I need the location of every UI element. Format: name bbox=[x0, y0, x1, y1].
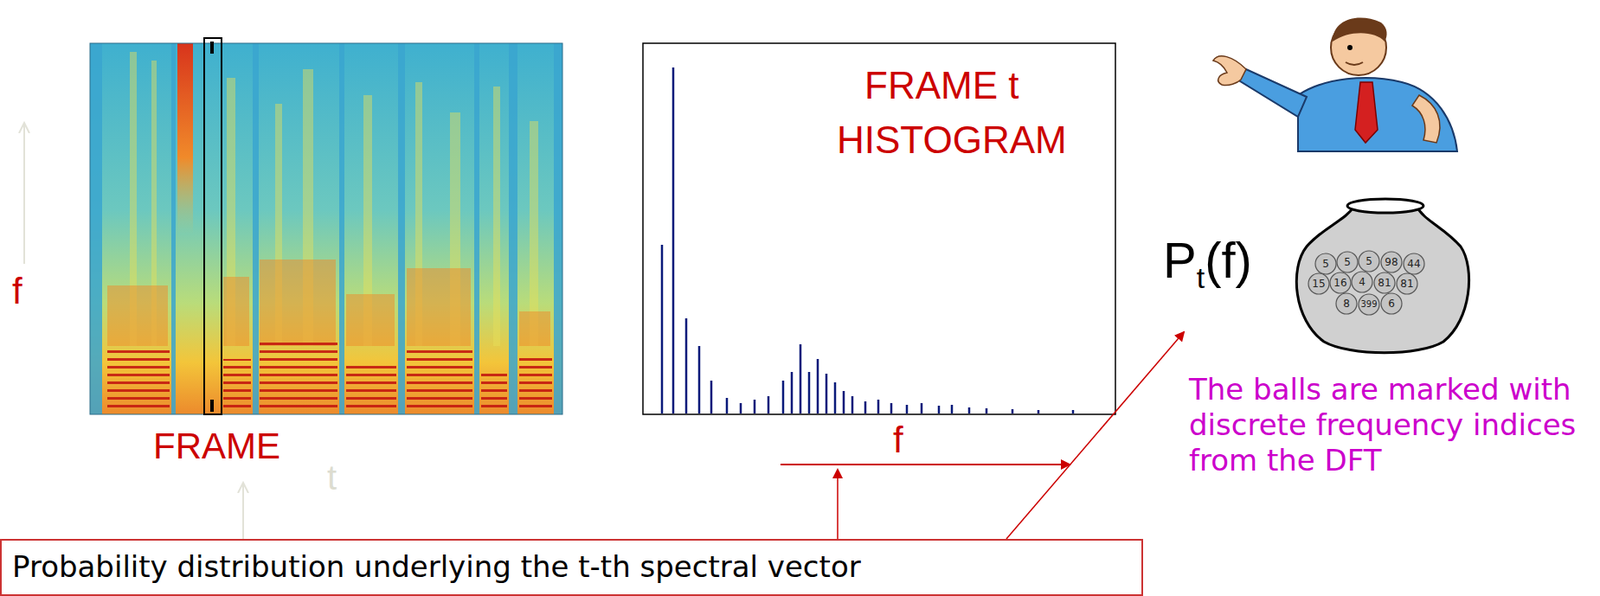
histogram bbox=[642, 43, 1116, 415]
art-circle bbox=[1358, 250, 1380, 272]
ball-number: 81 bbox=[1377, 277, 1391, 289]
art-rect bbox=[89, 43, 103, 415]
art-path bbox=[661, 67, 1074, 414]
ball-number: 5 bbox=[1322, 258, 1330, 270]
axis-label: f bbox=[893, 422, 904, 459]
art-circle bbox=[1381, 293, 1402, 315]
art-g bbox=[107, 341, 553, 413]
ball-number: 6 bbox=[1387, 298, 1395, 309]
art-g bbox=[89, 43, 563, 415]
art-rect bbox=[481, 372, 508, 413]
leader-line bbox=[836, 469, 839, 540]
art-path bbox=[1412, 95, 1440, 143]
art-rect bbox=[474, 43, 480, 415]
art-path bbox=[1297, 77, 1458, 152]
symbol-text: (f) bbox=[1204, 231, 1253, 289]
art-rect bbox=[346, 294, 395, 347]
axis-label: f bbox=[12, 273, 23, 310]
ball-number: 5 bbox=[1343, 257, 1351, 268]
ball-number: 16 bbox=[1333, 277, 1347, 289]
callout-box: Probability distribution underlying the … bbox=[0, 539, 1144, 596]
spectrogram bbox=[89, 38, 563, 415]
art-rect bbox=[107, 350, 170, 413]
histogram-title: HISTOGRAM bbox=[836, 121, 1067, 160]
axis-arrow bbox=[23, 122, 26, 264]
art-circle bbox=[1336, 293, 1357, 315]
ball-number: 399 bbox=[1360, 300, 1377, 309]
art-rect bbox=[406, 346, 473, 413]
ball-number: 5 bbox=[1365, 256, 1373, 267]
art-circle bbox=[1358, 294, 1380, 315]
ball-number: 15 bbox=[1311, 278, 1325, 290]
ball-number: 44 bbox=[1407, 258, 1421, 270]
art-circle bbox=[1403, 253, 1425, 275]
leader-line bbox=[242, 482, 245, 540]
ball-number: 4 bbox=[1358, 276, 1366, 288]
art-rect bbox=[259, 259, 336, 347]
art-rect bbox=[89, 43, 563, 415]
subscript: t bbox=[1196, 261, 1205, 295]
art-circle bbox=[1315, 253, 1337, 275]
axis-label: t bbox=[327, 460, 337, 495]
art-circle bbox=[1396, 273, 1418, 295]
art-rect bbox=[252, 43, 259, 415]
art-circle bbox=[1381, 251, 1402, 273]
art-rect bbox=[204, 38, 222, 415]
art-rect bbox=[508, 43, 518, 415]
art-path bbox=[1345, 62, 1363, 65]
art-ellipse bbox=[1347, 199, 1424, 213]
art-circle bbox=[1351, 271, 1373, 293]
art-circle bbox=[1308, 273, 1330, 295]
art-path bbox=[1237, 69, 1307, 117]
art-rect bbox=[210, 41, 214, 54]
art-rect bbox=[107, 285, 168, 347]
art-rect bbox=[406, 268, 471, 347]
callout-text: Probability distribution underlying the … bbox=[12, 549, 862, 585]
histogram-title: FRAME t bbox=[864, 66, 1019, 105]
art-path bbox=[1355, 82, 1378, 143]
art-rect bbox=[177, 43, 193, 234]
art-rect bbox=[346, 363, 397, 413]
ball-number: 8 bbox=[1342, 298, 1350, 309]
leader-line bbox=[1006, 332, 1184, 540]
art-rect bbox=[171, 43, 176, 415]
probability-symbol: Pt(f) bbox=[1163, 235, 1253, 293]
frame-label: FRAME bbox=[153, 428, 281, 465]
art-circle bbox=[1330, 272, 1351, 294]
urn bbox=[1296, 199, 1469, 354]
cartoon-man bbox=[1213, 18, 1458, 152]
art-rect bbox=[223, 276, 250, 347]
art-rect bbox=[89, 43, 563, 415]
art-path bbox=[1296, 205, 1469, 354]
art-path bbox=[1213, 56, 1247, 86]
art-circle bbox=[1374, 272, 1395, 294]
art-g bbox=[1308, 250, 1425, 315]
note-text: The balls are marked with discrete frequ… bbox=[1188, 372, 1583, 478]
art-circle bbox=[1336, 251, 1358, 273]
art-rect bbox=[223, 359, 251, 413]
art-rect bbox=[493, 86, 501, 347]
art-rect bbox=[210, 399, 214, 412]
art-rect bbox=[553, 43, 563, 415]
ball-number: 81 bbox=[1400, 278, 1414, 290]
art-rect bbox=[398, 43, 405, 415]
art-path bbox=[1332, 18, 1388, 42]
art-circle bbox=[1347, 44, 1353, 51]
art-rect bbox=[642, 43, 1116, 415]
art-rect bbox=[519, 311, 551, 347]
ball-number: 98 bbox=[1384, 257, 1398, 268]
symbol-text: P bbox=[1163, 231, 1197, 289]
frequency-axis bbox=[780, 463, 1070, 466]
art-rect bbox=[339, 43, 345, 415]
art-rect bbox=[259, 341, 338, 413]
art-rect bbox=[519, 354, 553, 413]
